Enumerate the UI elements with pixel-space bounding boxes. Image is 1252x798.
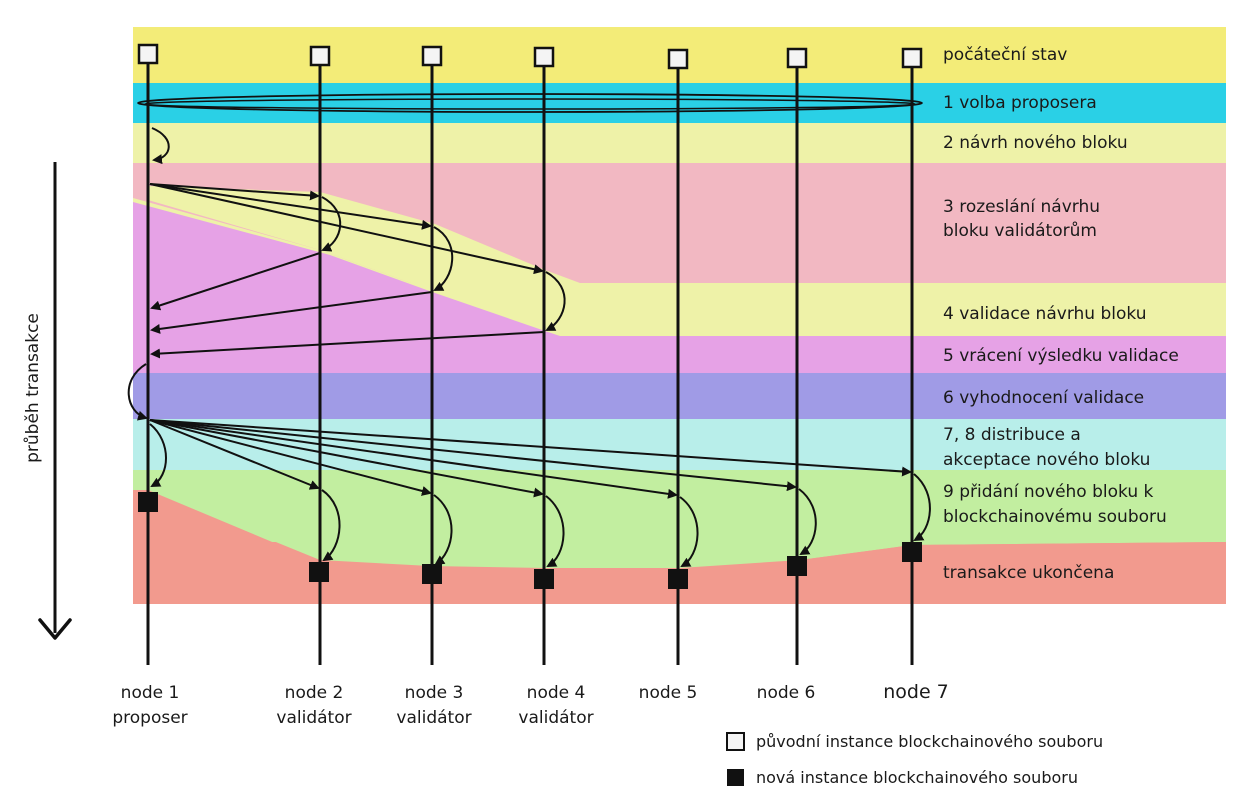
node-1-role: proposer	[112, 708, 187, 728]
node-4-role: validátor	[518, 708, 593, 728]
proposer-selection-ring	[137, 93, 923, 113]
new-instance-node-7	[902, 542, 922, 562]
append-loop-node-7	[913, 473, 931, 542]
distribution-arrow-node-6	[149, 419, 797, 492]
phase-label-append-line-2: blockchainovému souboru	[943, 507, 1167, 527]
proposer-selection-ring-inner	[144, 98, 916, 110]
validation-zone	[148, 186, 580, 330]
time-axis-label: průběh transakce	[23, 313, 43, 463]
append-loop-node-3	[433, 494, 453, 566]
return-arrow-node-4	[150, 331, 545, 359]
evaluation-loop	[127, 363, 148, 421]
new-instance-node-1	[138, 492, 158, 512]
legend-original-label: původní instance blockchainového souboru	[756, 732, 1103, 751]
original-instance-node-5	[667, 48, 689, 70]
phase-label-distribution-line-2: akceptace nového bloku	[943, 450, 1150, 470]
new-instance-node-2	[309, 562, 329, 582]
node-3-role: validátor	[396, 708, 471, 728]
original-instance-node-7	[901, 47, 923, 69]
phase-label-proposer-selection: 1 volba proposera	[943, 93, 1097, 113]
broadcast-arrow-node-2	[149, 183, 320, 201]
phase-label-distribution-line-1: 7, 8 distribuce a	[943, 425, 1081, 445]
original-instance-node-6	[786, 47, 808, 69]
time-axis-arrowhead	[38, 618, 72, 640]
validation-return-region	[133, 202, 560, 336]
append-loop-node-6	[798, 488, 817, 556]
append-loop-node-4	[545, 495, 565, 567]
broadcast-arrow-node-4	[149, 183, 544, 275]
phase-label-broadcast-line-2: bloku validátorům	[943, 221, 1097, 241]
legend-original-icon	[726, 732, 745, 751]
validation-loop-node-2	[321, 196, 342, 252]
distribution-arrow-node-4	[149, 419, 544, 498]
append-loop-node-2	[321, 489, 341, 562]
node-1-label: node 1	[121, 683, 180, 703]
return-arrow-node-2	[150, 252, 321, 311]
node-6-label: node 6	[757, 683, 816, 703]
append-loop-node-5	[679, 496, 699, 567]
node-7-label: node 7	[883, 681, 949, 703]
return-arrow-node-3	[150, 291, 433, 334]
original-instance-node-4	[533, 46, 555, 68]
phase-label-initial-state: počáteční stav	[943, 45, 1067, 65]
new-instance-node-4	[534, 569, 554, 589]
validation-loop-node-4	[545, 271, 566, 331]
validation-loop-node-3	[433, 226, 454, 291]
new-instance-node-6	[787, 556, 807, 576]
phase-label-validation: 4 validace návrhu bloku	[943, 304, 1146, 324]
node-5-label: node 5	[639, 683, 698, 703]
distribution-arrow-node-7	[149, 419, 912, 477]
broadcast-arrow-node-3	[149, 183, 432, 230]
legend-new-label: nová instance blockchainového souboru	[756, 768, 1078, 787]
distribution-arrow-node-3	[149, 419, 432, 496]
node-2-label: node 2	[285, 683, 344, 703]
new-instance-node-3	[422, 564, 442, 584]
original-instance-node-1	[137, 43, 159, 65]
distribution-region	[133, 419, 910, 485]
legend-new-icon	[727, 769, 744, 786]
phase-label-validation-evaluation: 6 vyhodnocení validace	[943, 388, 1144, 408]
original-instance-node-2	[309, 45, 331, 67]
finished-region	[133, 490, 1226, 604]
new-instance-node-5	[668, 569, 688, 589]
node-2-role: validátor	[276, 708, 351, 728]
distribution-arrow-node-5	[149, 419, 678, 499]
phase-label-finished: transakce ukončena	[943, 563, 1114, 583]
phase-label-append-line-1: 9 přidání nového bloku k	[943, 482, 1154, 502]
proposal-self-loop	[151, 127, 170, 165]
phase-label-block-proposal: 2 návrh nového bloku	[943, 133, 1128, 153]
node-4-label: node 4	[527, 683, 586, 703]
phase-label-broadcast-line-1: 3 rozeslání návrhu	[943, 197, 1100, 217]
distribution-arrow-node-2	[149, 419, 320, 490]
node-3-label: node 3	[405, 683, 464, 703]
phase-label-validation-return: 5 vrácení výsledku validace	[943, 346, 1179, 366]
append-loop-node-1	[149, 423, 167, 487]
original-instance-node-3	[421, 45, 443, 67]
